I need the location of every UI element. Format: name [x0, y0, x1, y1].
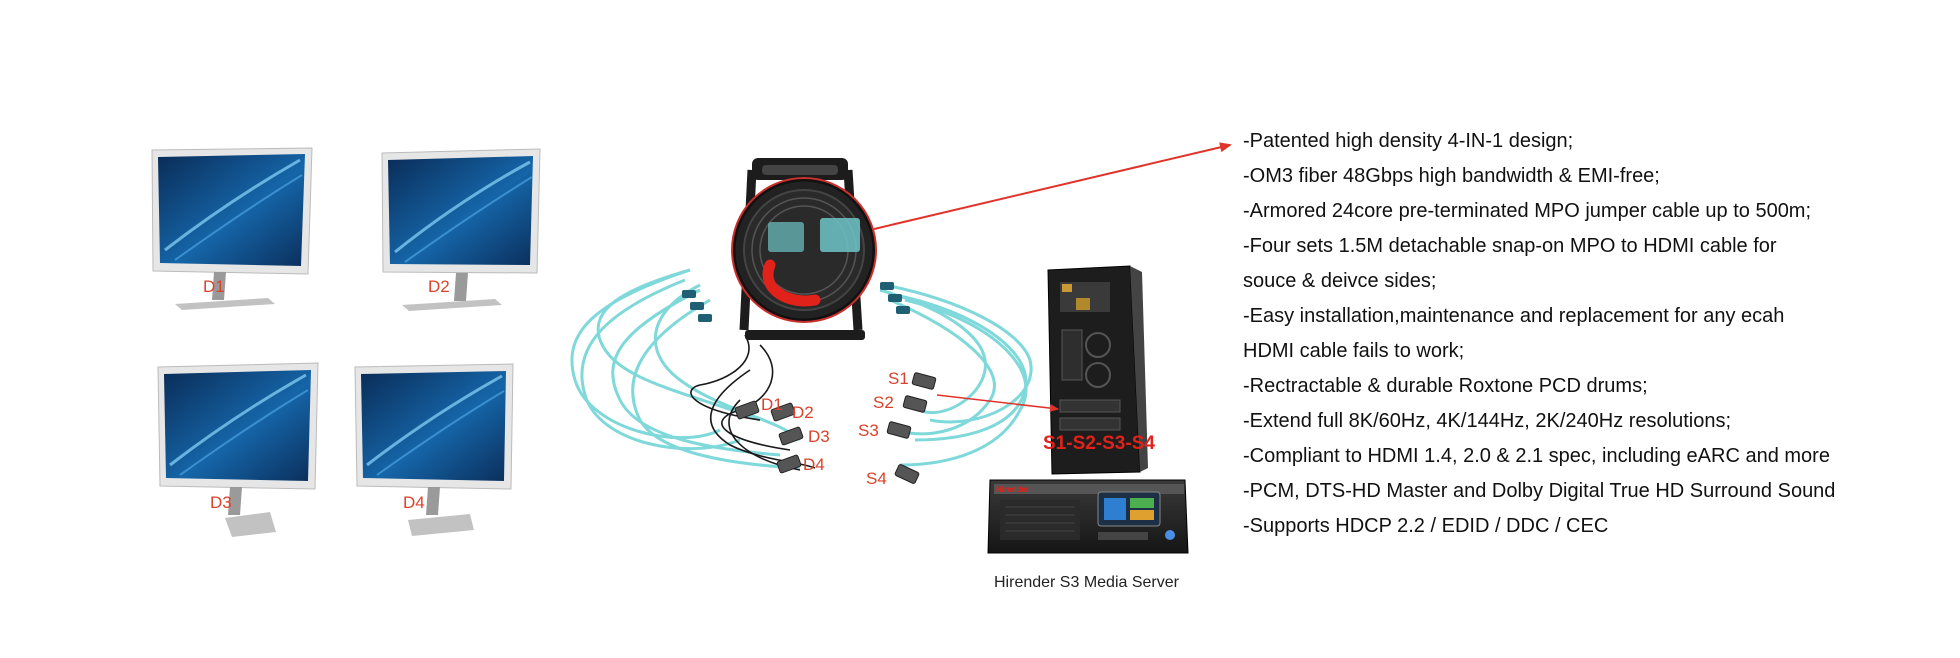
server-brand-logo: Hirender [996, 485, 1029, 494]
server-caption: Hirender S3 Media Server [994, 574, 1180, 591]
monitor-d2: D2 [381, 148, 541, 311]
media-server: Hirender [987, 479, 1189, 554]
feature-item: -Easy installation,maintenance and repla… [1243, 305, 1785, 327]
source-to-server-arrow [936, 394, 1059, 413]
monitor-d3: D3 [157, 362, 319, 537]
tower-pc [1047, 265, 1148, 475]
fiber-cable-bundle-right [879, 283, 1033, 467]
cable-label-s4: S4 [866, 469, 887, 488]
feature-item: -Rectractable & durable Roxtone PCD drum… [1243, 375, 1648, 397]
server-port-label: S1-S2-S3-S4 [1043, 433, 1155, 454]
feature-list: -Patented high density 4-IN-1 design; -O… [1243, 124, 1943, 544]
feature-item: -Supports HDCP 2.2 / EDID / DDC / CEC [1243, 515, 1609, 537]
feature-item: -OM3 fiber 48Gbps high bandwidth & EMI-f… [1243, 165, 1660, 187]
cable-label-s2: S2 [873, 393, 894, 412]
monitor-label-d1: D1 [203, 277, 225, 296]
monitor-d1: D1 [151, 147, 313, 310]
fiber-cable-bundle-left [570, 268, 802, 470]
drum-to-features-arrow [873, 142, 1232, 230]
monitor-d4: D4 [354, 363, 514, 536]
hdmi-plugs-display-side [734, 400, 804, 474]
cable-label-d2: D2 [792, 403, 814, 422]
monitor-label-d3: D3 [210, 493, 232, 512]
cable-label-d4: D4 [803, 455, 825, 474]
feature-item: -Extend full 8K/60Hz, 4K/144Hz, 2K/240Hz… [1243, 410, 1732, 432]
cable-label-s3: S3 [858, 421, 879, 440]
feature-item: HDMI cable fails to work; [1243, 340, 1465, 362]
feature-item: -Compliant to HDMI 1.4, 2.0 & 2.1 spec, … [1243, 445, 1830, 467]
feature-item: -Armored 24core pre-terminated MPO jumpe… [1243, 200, 1812, 222]
monitor-label-d2: D2 [428, 277, 450, 296]
cable-label-d1: D1 [761, 395, 783, 414]
feature-item: souce & deivce sides; [1243, 270, 1437, 292]
feature-item: -Patented high density 4-IN-1 design; [1243, 130, 1574, 152]
cable-label-d3: D3 [808, 427, 830, 446]
hdmi-plugs-source-side [886, 372, 937, 484]
monitor-label-d4: D4 [403, 493, 425, 512]
cable-label-s1: S1 [888, 369, 909, 388]
feature-item: -Four sets 1.5M detachable snap-on MPO t… [1243, 235, 1777, 257]
mpo-connectors [682, 282, 910, 322]
cable-drum [731, 158, 877, 340]
feature-item: -PCM, DTS-HD Master and Dolby Digital Tr… [1243, 480, 1836, 502]
